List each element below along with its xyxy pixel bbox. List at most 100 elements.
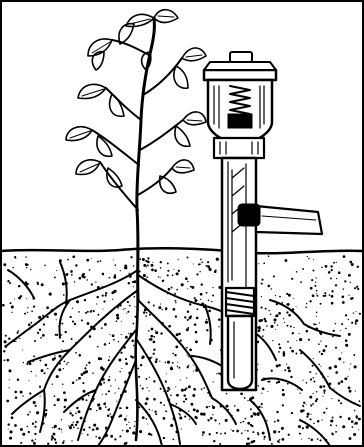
soil-speck xyxy=(173,308,176,311)
soil-speck xyxy=(11,312,12,313)
soil-speck xyxy=(132,431,135,434)
soil-speck xyxy=(52,384,53,385)
soil-speck xyxy=(86,399,88,401)
soil-speck xyxy=(39,386,41,388)
soil-speck xyxy=(340,402,342,404)
soil-speck xyxy=(309,300,311,302)
soil-speck xyxy=(28,323,31,326)
soil-speck xyxy=(54,425,57,428)
soil-speck xyxy=(172,274,174,276)
soil-speck xyxy=(61,419,62,420)
soil-speck xyxy=(323,392,324,393)
soil-speck xyxy=(108,390,110,392)
soil-speck xyxy=(323,389,325,391)
soil-speck xyxy=(343,362,344,363)
soil-speck xyxy=(303,402,305,404)
soil-speck xyxy=(186,355,187,356)
soil-speck xyxy=(143,274,146,277)
soil-speck xyxy=(123,308,124,309)
soil-speck xyxy=(137,368,139,370)
soil-speck xyxy=(176,403,178,405)
branch xyxy=(112,40,149,55)
soil-speck xyxy=(36,411,39,414)
soil-speck xyxy=(247,400,248,401)
soil-speck xyxy=(162,309,163,310)
soil-speck xyxy=(76,379,78,381)
soil-speck xyxy=(167,270,169,272)
soil-speck xyxy=(124,308,125,309)
tree-icon xyxy=(66,10,206,300)
soil-speck xyxy=(103,382,105,384)
soil-speck xyxy=(196,273,198,275)
soil-speck xyxy=(120,352,122,354)
soil-speck xyxy=(187,257,189,259)
soil-speck xyxy=(281,427,284,430)
soil-speck xyxy=(8,387,9,388)
soil-speck xyxy=(354,410,356,412)
soil-speck xyxy=(155,358,157,360)
soil-speck xyxy=(96,296,98,298)
soil-speck xyxy=(101,327,103,329)
soil-speck xyxy=(27,426,28,427)
soil-speck xyxy=(268,310,270,312)
soil-speck xyxy=(149,409,151,411)
soil-speck xyxy=(350,282,351,283)
soil-speck xyxy=(127,301,129,303)
soil-speck xyxy=(349,261,352,264)
soil-speck xyxy=(71,274,73,276)
soil-speck xyxy=(253,440,256,443)
soil-speck xyxy=(305,306,307,308)
soil-speck xyxy=(67,362,68,363)
soil-speck xyxy=(149,390,150,391)
soil-speck xyxy=(341,323,343,325)
soil-speck xyxy=(262,432,265,435)
soil-speck xyxy=(147,387,148,388)
ground-line xyxy=(0,248,364,253)
soil-speck xyxy=(130,355,132,357)
soil-speck xyxy=(39,329,41,331)
soil-speck xyxy=(348,319,349,320)
soil-speck xyxy=(332,417,334,419)
soil-speck xyxy=(114,392,115,393)
soil-speck xyxy=(96,410,97,411)
soil-speck xyxy=(275,329,276,330)
soil-speck xyxy=(78,410,81,413)
soil-speck xyxy=(261,296,262,297)
soil-speck xyxy=(296,306,297,307)
soil-speck xyxy=(299,433,301,435)
soil-speck xyxy=(348,387,351,390)
soil-speck xyxy=(240,392,243,395)
soil-speck xyxy=(268,381,270,383)
soil-speck xyxy=(134,426,135,427)
soil-speck xyxy=(45,364,48,367)
soil-speck xyxy=(150,335,153,338)
soil-speck xyxy=(163,404,165,406)
soil-speck xyxy=(160,388,162,390)
soil-speck xyxy=(178,413,180,415)
soil-speck xyxy=(129,305,131,307)
soil-speck xyxy=(190,316,192,318)
soil-speck xyxy=(133,286,134,287)
soil-speck xyxy=(268,255,270,257)
soil-speck xyxy=(209,406,211,408)
soil-speck xyxy=(99,438,100,439)
soil-speck xyxy=(64,406,66,408)
soil-speck xyxy=(278,351,280,353)
soil-speck xyxy=(178,367,180,369)
soil-speck xyxy=(149,377,150,378)
soil-speck xyxy=(321,419,322,420)
soil-speck xyxy=(352,426,354,428)
soil-speck xyxy=(310,287,313,290)
soil-speck xyxy=(206,265,208,267)
soil-speck xyxy=(359,400,361,402)
soil-speck xyxy=(355,323,357,325)
soil-speck xyxy=(313,358,314,359)
soil-speck xyxy=(127,311,129,313)
soil-speck xyxy=(199,271,200,272)
soil-speck xyxy=(171,366,172,367)
soil-speck xyxy=(57,398,60,401)
soil-speck xyxy=(299,338,302,341)
soil-speck xyxy=(257,433,259,435)
soil-speck xyxy=(91,258,92,259)
soil-speck xyxy=(155,360,158,363)
